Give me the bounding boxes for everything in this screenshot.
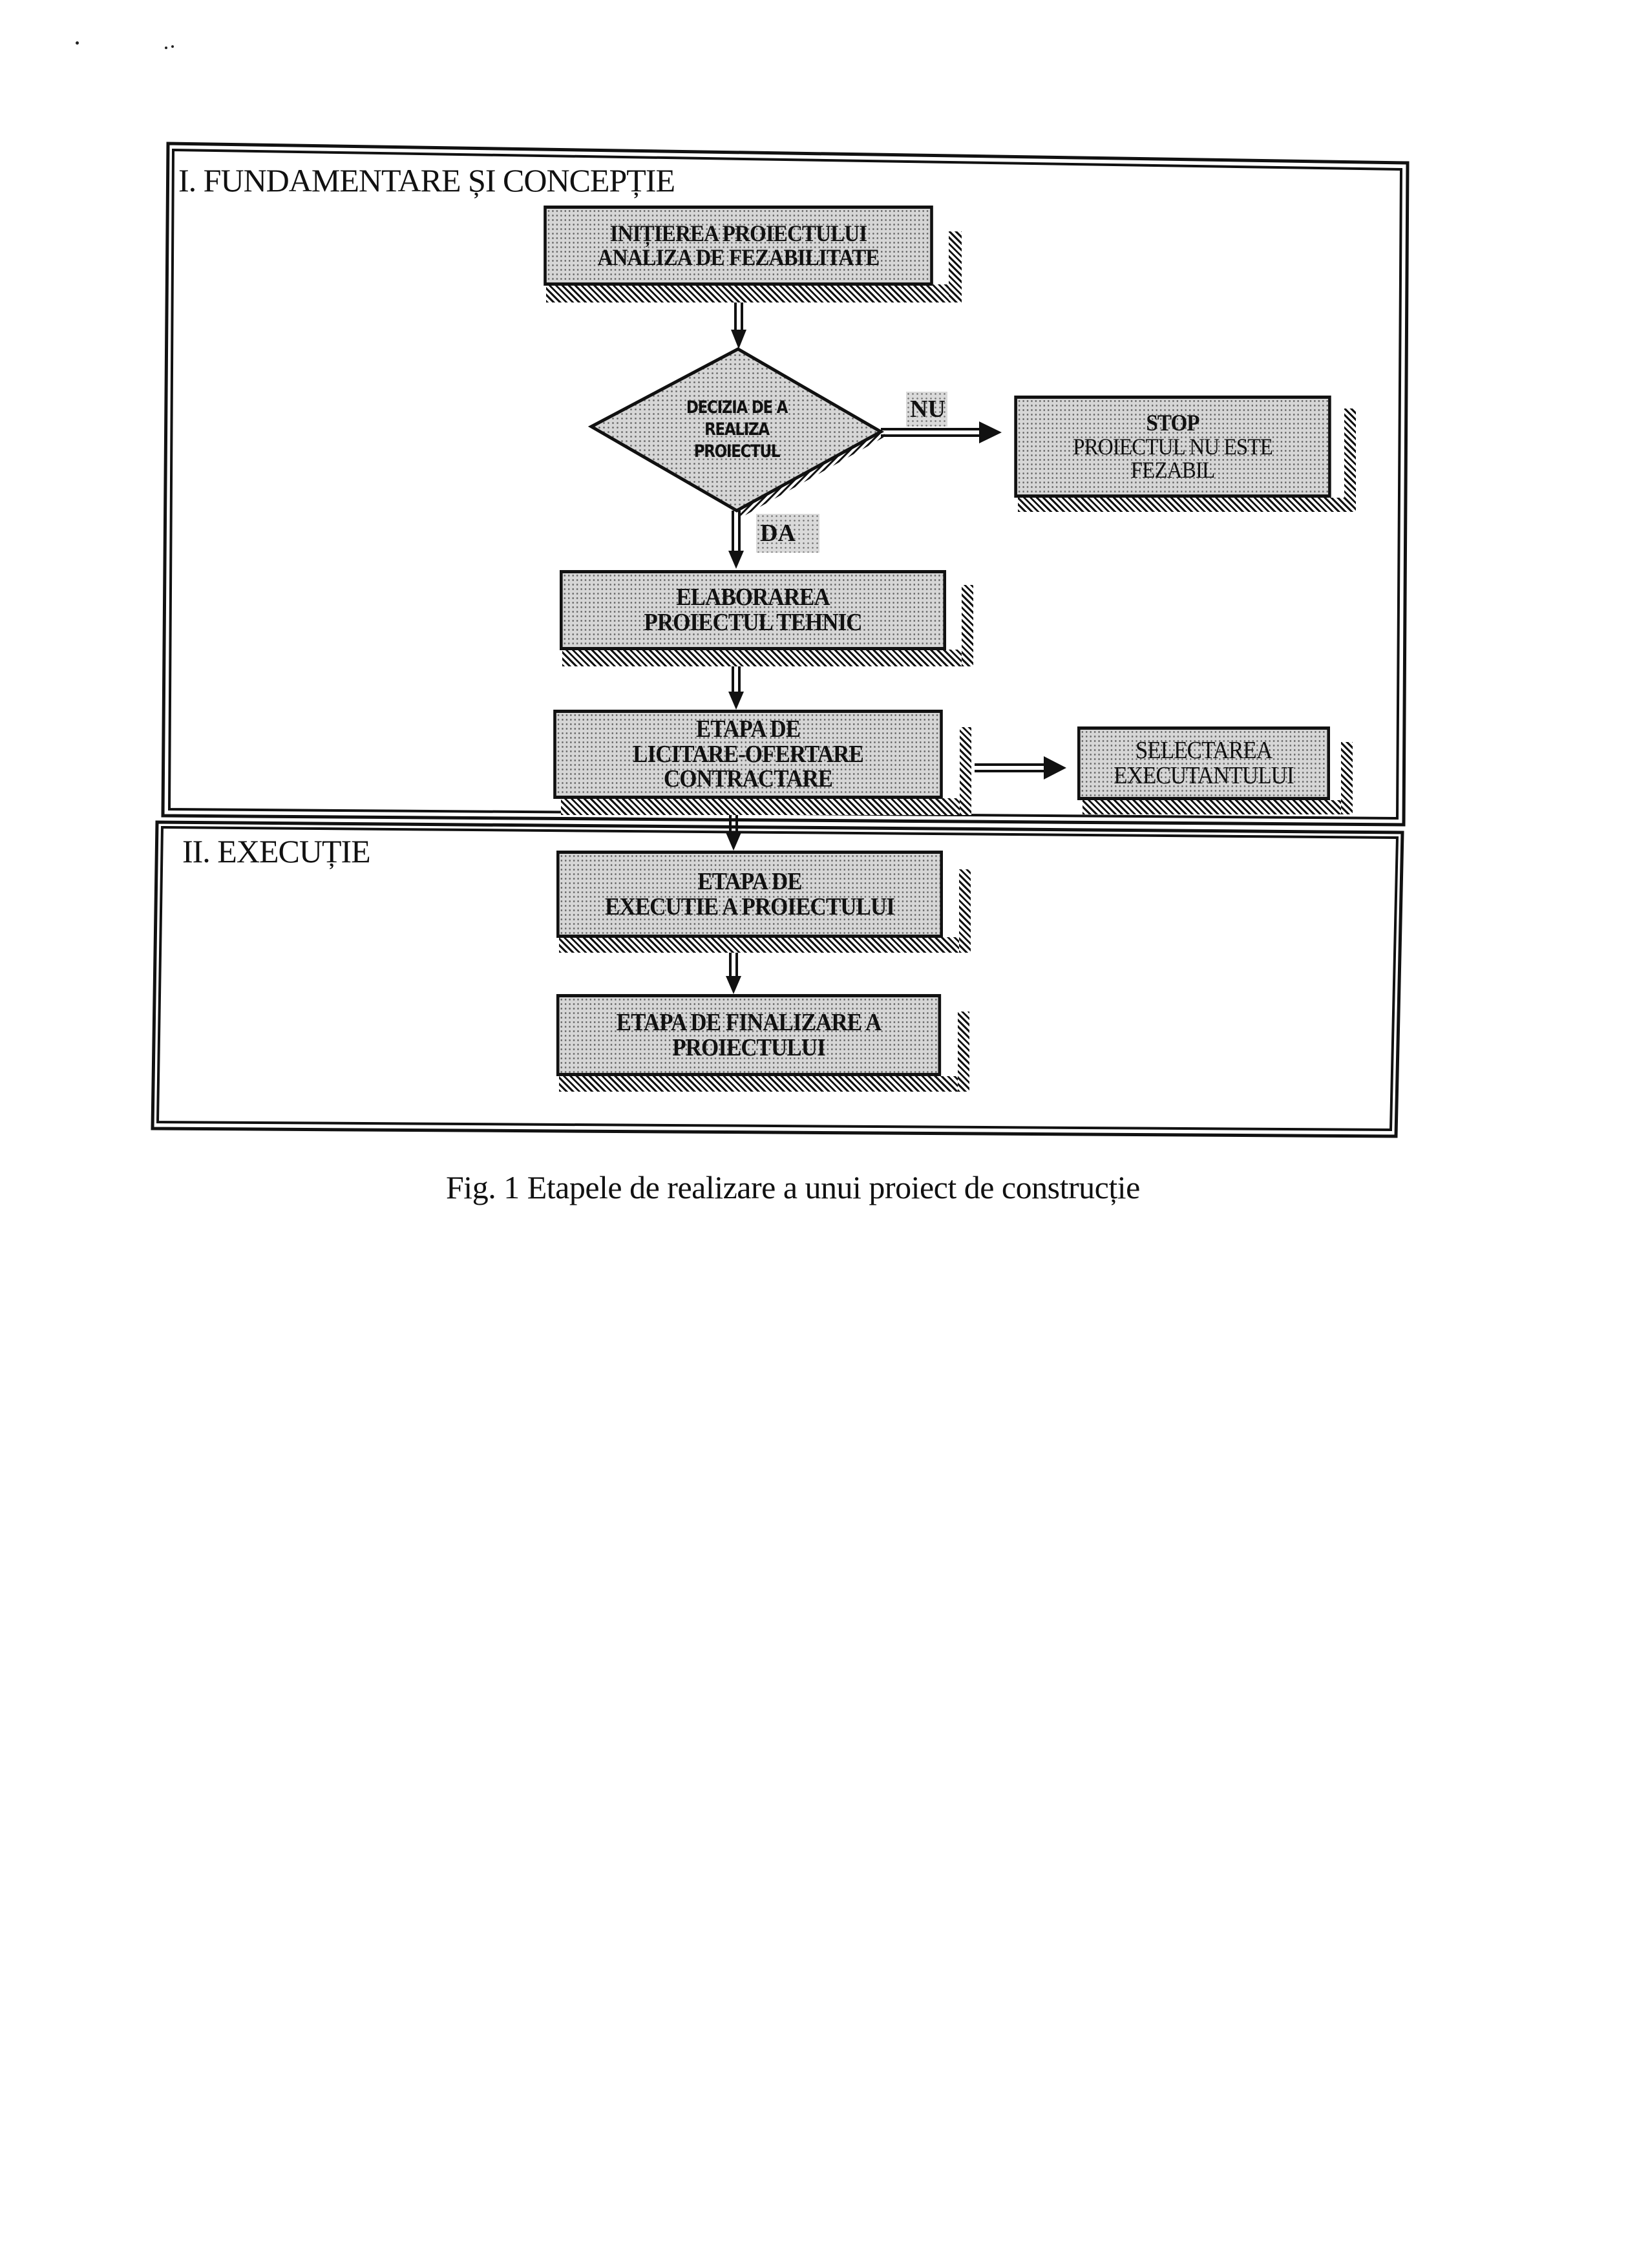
- node-decision-line-2: REALIZA: [704, 419, 770, 440]
- scan-speck: [171, 45, 174, 48]
- initiation-shadow-side: [949, 231, 962, 302]
- node-contractor-line-2: EXECUTANTULUI: [1114, 762, 1294, 789]
- design-shadow-side: [962, 585, 973, 666]
- node-completion-line-1: ETAPA DE FINALIZARE A: [616, 1008, 882, 1036]
- edge-label-no: NU: [906, 392, 947, 427]
- node-completion-line-2: PROIECTULUI: [672, 1033, 826, 1061]
- tender-shadow-side: [960, 727, 971, 815]
- stop-shadow-side: [1344, 408, 1356, 512]
- node-stop-line-3: FEZABIL: [1130, 457, 1216, 483]
- node-design-line-1: ELABORAREA: [676, 584, 830, 611]
- phase-1-frame: [161, 142, 1410, 827]
- section-label-phase-1: I. FUNDAMENTARE ȘI CONCEPȚIE: [178, 162, 675, 198]
- arrow-tender-to-contractor: [975, 756, 1066, 779]
- decision-diamond[interactable]: [587, 347, 885, 513]
- node-execution[interactable]: ETAPA DE EXECUTIE A PROIECTULUI: [556, 851, 943, 938]
- stop-shadow: [1018, 498, 1347, 512]
- node-design[interactable]: ELABORAREA PROIECTUL TEHNIC: [560, 570, 946, 650]
- tender-shadow: [561, 798, 965, 815]
- initiation-shadow: [546, 284, 960, 302]
- node-tender[interactable]: ETAPA DE LICITARE-OFERTARE CONTRACTARE: [553, 710, 943, 799]
- completion-shadow-side: [958, 1012, 969, 1092]
- edge-label-yes: DA: [756, 514, 819, 553]
- figure-caption: Fig. 1 Etapele de realizare a unui proie…: [446, 1169, 1140, 1205]
- scan-speck: [76, 41, 79, 45]
- node-design-line-2: PROIECTUL TEHNIC: [644, 609, 862, 636]
- node-stop-line-1: STOP: [1146, 409, 1199, 436]
- section-label-phase-2: II. EXECUȚIE: [182, 833, 371, 869]
- node-stop-line-2: PROIECTUL NU ESTE: [1073, 433, 1273, 460]
- execution-shadow: [559, 937, 966, 953]
- arrow-decision-to-design: [728, 511, 744, 569]
- contractor-shadow-side: [1341, 742, 1353, 814]
- completion-shadow: [559, 1076, 966, 1092]
- node-execution-line-2: EXECUTIE A PROIECTULUI: [605, 893, 895, 920]
- node-stop[interactable]: STOP PROIECTUL NU ESTE FEZABIL: [1014, 396, 1331, 498]
- node-decision-line-3: PROIECTUL: [693, 441, 781, 461]
- execution-shadow-side: [959, 869, 971, 953]
- node-decision-line-1: DECIZIA DE A: [686, 397, 788, 418]
- node-initiation[interactable]: INIȚIEREA PROIECTULUI ANALIZA DE FEZABIL…: [544, 206, 933, 286]
- node-contractor-line-1: SELECTAREA: [1135, 737, 1273, 765]
- node-initiation-line-2: ANALIZA DE FEZABILITATE: [597, 244, 880, 270]
- node-initiation-line-1: INIȚIEREA PROIECTULUI: [609, 220, 867, 247]
- node-tender-line-1: ETAPA DE: [695, 715, 801, 743]
- node-decision-label: DECIZIA DE A REALIZA PROIECTUL: [655, 388, 819, 472]
- node-tender-line-2: LICITARE-OFERTARE: [633, 740, 864, 768]
- phase-2-frame: [151, 820, 1404, 1138]
- contractor-shadow: [1083, 800, 1347, 814]
- scan-speck: [165, 47, 167, 49]
- flowchart-lines: [151, 142, 1410, 1138]
- node-contractor[interactable]: SELECTAREA EXECUTANTULUI: [1077, 726, 1330, 800]
- node-tender-line-3: CONTRACTARE: [663, 765, 833, 793]
- decision-shadow: [737, 432, 887, 517]
- design-shadow: [562, 650, 969, 666]
- node-completion[interactable]: ETAPA DE FINALIZARE A PROIECTULUI: [556, 994, 942, 1076]
- flowchart: I. FUNDAMENTARE ȘI CONCEPȚIE II. EXECUȚI…: [151, 142, 1410, 1138]
- arrow-decision-to-stop: [881, 421, 1002, 443]
- node-execution-line-1: ETAPA DE: [697, 867, 802, 895]
